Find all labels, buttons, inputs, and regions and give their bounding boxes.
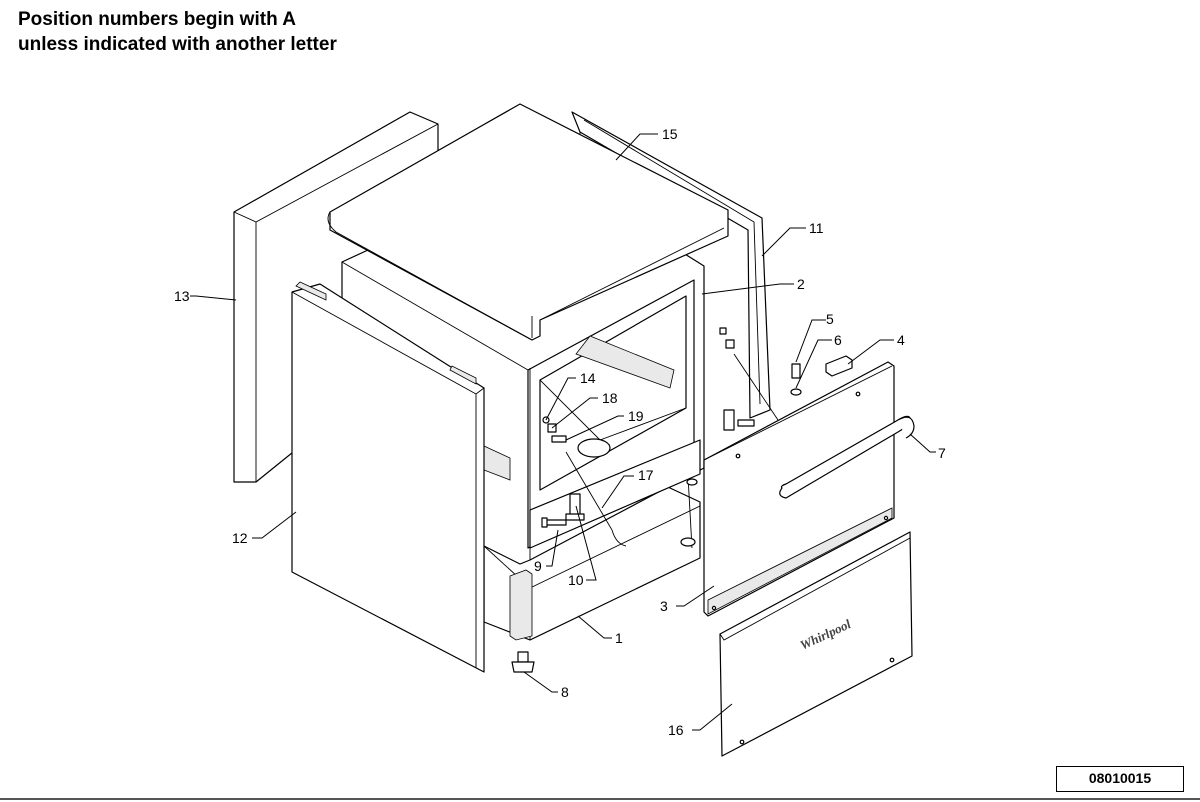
callout-7: 7 — [938, 445, 946, 461]
callout-8: 8 — [561, 684, 569, 700]
callout-15: 15 — [662, 126, 678, 142]
part-16-kick-plate: Whirlpool — [719, 531, 913, 757]
callout-18: 18 — [602, 390, 618, 406]
callout-19: 19 — [628, 408, 644, 424]
callout-10: 10 — [568, 572, 584, 588]
part-19-pin — [551, 435, 567, 443]
part-5-spring — [791, 363, 801, 379]
part-7-door-handle — [779, 415, 915, 499]
part-4-handle-block — [825, 355, 853, 377]
part-door-hinge-hardware — [719, 327, 779, 431]
part-15-top-lid — [327, 103, 729, 341]
callout-1: 1 — [615, 630, 623, 646]
callout-13: 13 — [174, 288, 190, 304]
bottom-divider — [0, 798, 1200, 800]
drawing-code: 08010015 — [1056, 766, 1184, 792]
callout-2: 2 — [797, 276, 805, 292]
callout-16: 16 — [668, 722, 684, 738]
note-line-2: unless indicated with another letter — [18, 34, 337, 55]
callout-5: 5 — [826, 311, 834, 327]
callout-3: 3 — [660, 598, 668, 614]
callout-9: 9 — [534, 558, 542, 574]
callout-4: 4 — [897, 332, 905, 348]
part-10-hinge-bracket — [565, 493, 585, 521]
callout-14: 14 — [580, 370, 596, 386]
part-9-bolt — [541, 517, 567, 528]
header-note: Position numbers begin with A unless ind… — [18, 7, 337, 57]
callout-11: 11 — [809, 220, 824, 236]
callout-6: 6 — [834, 332, 842, 348]
part-8-foot — [511, 651, 535, 673]
part-6-washer — [790, 388, 802, 396]
callout-numbers: 15 11 2 5 6 4 7 13 12 14 18 19 17 9 10 1… — [174, 126, 946, 738]
note-line-1: Position numbers begin with A — [18, 9, 296, 30]
part-12-side-panel — [291, 281, 485, 673]
callout-17: 17 — [638, 467, 654, 483]
leader-lines — [190, 133, 936, 731]
callout-12: 12 — [232, 530, 248, 546]
part-17-rod — [565, 451, 627, 547]
